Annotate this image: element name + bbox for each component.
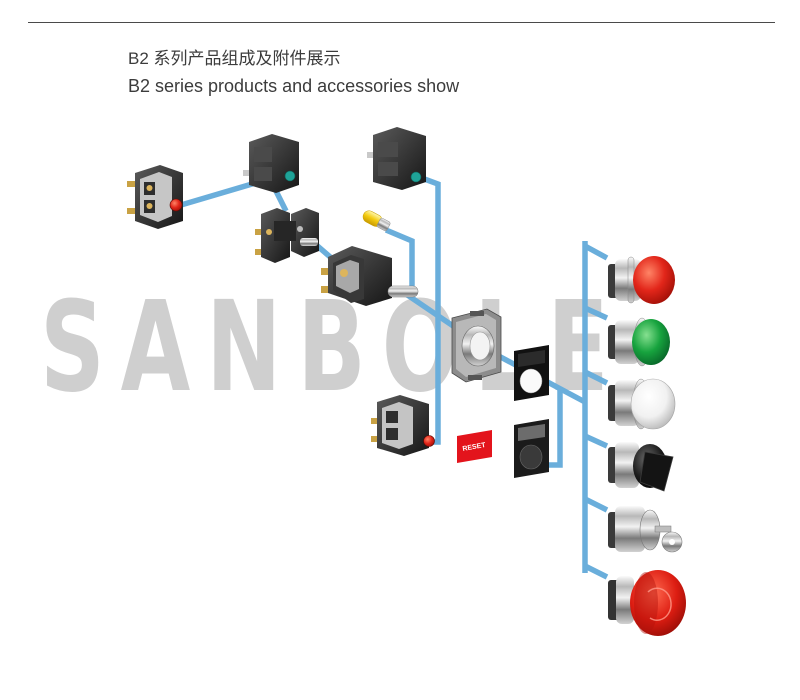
connector-branch-key-head	[583, 496, 609, 513]
block-faceplate	[140, 172, 172, 222]
indicator-bulb	[362, 210, 391, 232]
body-plunger	[387, 285, 419, 298]
plate-window	[519, 444, 543, 470]
red-cap	[633, 256, 675, 304]
selector-lever	[639, 451, 674, 492]
holder-plunger	[300, 238, 318, 246]
contact-block-lower	[371, 395, 435, 456]
reset-label-text: RESET	[462, 442, 487, 453]
terminal	[243, 170, 252, 176]
connector-legend-plate	[548, 389, 563, 468]
contact-block-upper	[243, 134, 299, 193]
connector-bulb	[384, 227, 415, 299]
terminal-window	[386, 428, 398, 440]
mushroom-rim	[634, 572, 658, 634]
contact-block-holder	[255, 208, 319, 263]
teal-plunger	[410, 171, 422, 183]
plate-window	[519, 368, 543, 394]
bulb-base	[376, 217, 391, 232]
head-key-switch	[608, 506, 683, 553]
contact-body	[321, 246, 419, 306]
block-housing	[249, 134, 299, 193]
head-bezel	[615, 320, 639, 364]
key-blade	[654, 525, 672, 533]
plate-label-area	[518, 424, 545, 441]
connector-upper-block-to-holder	[273, 189, 289, 213]
page-title-cn: B2 系列产品组成及附件展示	[128, 49, 341, 68]
terminal	[321, 286, 332, 293]
terminal-window	[378, 142, 398, 157]
head-bezel	[616, 576, 634, 624]
white-cap	[630, 378, 676, 430]
connector-branch-selector-head	[583, 433, 609, 449]
collar-hole	[469, 331, 491, 361]
legend-plate-dark	[514, 419, 549, 478]
holder-bridge	[274, 221, 296, 241]
red-plunger	[423, 435, 435, 447]
red-plunger	[169, 198, 183, 212]
screw-head	[266, 229, 272, 235]
terminal-window	[386, 411, 398, 423]
head-bezel	[615, 442, 639, 488]
connector-branch-red-head	[583, 243, 609, 261]
mushroom-cap	[630, 570, 686, 636]
watermark-text: SANBOLE	[40, 274, 625, 420]
key-hole	[669, 539, 675, 545]
terminal-window	[254, 167, 272, 181]
watermark: SANBOLE	[40, 274, 625, 420]
head-bezel	[615, 506, 645, 552]
mounting-collar	[451, 308, 502, 383]
head-selector-switch	[608, 442, 674, 492]
connector-branch-white-head	[583, 369, 609, 386]
body-plate	[336, 260, 359, 293]
connector-left-block-to-upper-block	[180, 178, 263, 208]
screw-head	[340, 269, 348, 277]
head-white-illuminated	[608, 378, 676, 430]
head-emergency-stop	[608, 570, 686, 636]
reset-label: RESET	[457, 430, 492, 463]
twist-arrow-mark	[647, 587, 672, 621]
green-cap	[632, 319, 670, 365]
plate-label-area	[518, 350, 545, 367]
top-divider	[28, 22, 775, 23]
block-faceplate	[382, 402, 413, 449]
legend-plate-white	[514, 345, 549, 401]
teal-plunger	[284, 170, 296, 182]
connector-branch-estop-head	[583, 563, 609, 580]
terminal-window	[254, 147, 272, 162]
contact-block-left	[127, 165, 183, 229]
terminal	[127, 208, 138, 214]
terminal-window	[378, 162, 398, 176]
terminal	[367, 152, 376, 158]
terminal	[127, 181, 138, 187]
reset-label-plate	[457, 430, 492, 463]
head-red-pushbutton	[608, 256, 675, 304]
screw-head	[146, 203, 153, 209]
terminal	[371, 436, 380, 442]
terminal	[255, 249, 264, 255]
screw-head	[297, 226, 303, 232]
connector-branch-green-head	[583, 305, 609, 321]
terminal	[255, 229, 264, 235]
contact-block-top	[367, 127, 426, 190]
collar-clip	[468, 375, 482, 380]
page-title-en: B2 series products and accessories show	[128, 76, 460, 96]
collar-clip	[470, 311, 484, 316]
head-green-pushbutton	[608, 317, 670, 367]
screw-head	[146, 185, 153, 191]
terminal	[371, 418, 380, 424]
terminal	[321, 268, 332, 275]
